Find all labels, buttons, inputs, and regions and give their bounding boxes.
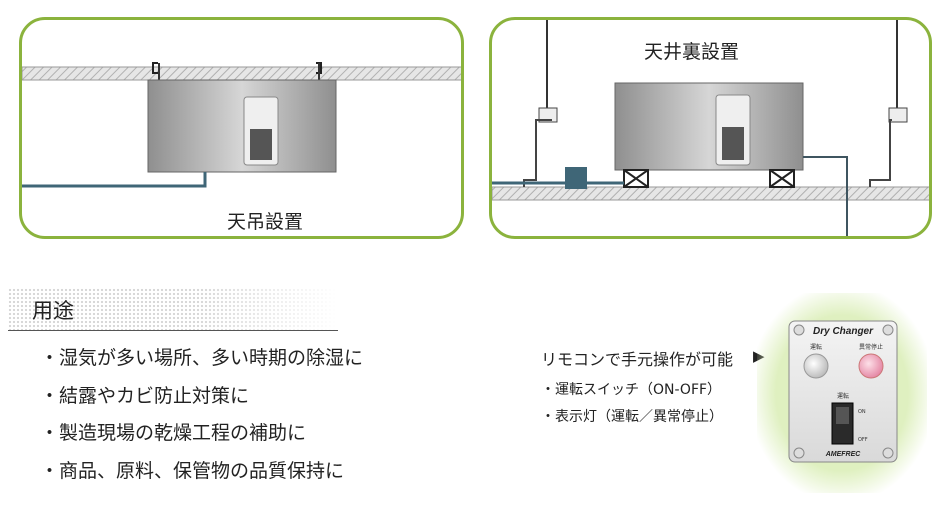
fault-lamp-icon <box>858 353 884 379</box>
maker-logo: AMEFREC <box>825 451 862 458</box>
usage-item: ・製造現場の乾燥工程の補助に <box>40 422 307 444</box>
usage-heading-bar: 用途 <box>8 288 338 331</box>
usage-item: ・湿気が多い場所、多い時期の除湿に <box>40 347 364 369</box>
usage-heading: 用途 <box>32 299 74 323</box>
lamp-fault-label: 異常停止 <box>859 343 883 351</box>
screw-icon <box>793 324 805 336</box>
above-ceiling-caption: 天井裏設置 <box>644 41 740 63</box>
rod-nut-left <box>538 107 558 123</box>
drain-box <box>565 167 587 189</box>
dehumidifier-unit <box>147 79 337 173</box>
switch-on-label: ON <box>858 409 866 415</box>
screw-icon <box>793 447 805 459</box>
drain-pipe <box>22 172 207 188</box>
remote-brand-title: Dry Changer <box>813 326 874 337</box>
remote-cable <box>803 156 848 236</box>
power-switch-lever <box>836 407 849 424</box>
lamp-run-label: 運転 <box>810 343 822 351</box>
above-ceiling-illustration <box>492 20 929 236</box>
ceiling-hung-illustration <box>22 62 461 188</box>
unit-panel-window <box>722 127 744 160</box>
usage-list: ・湿気が多い場所、多い時期の除湿に ・結露やカビ防止対策に ・製造現場の乾燥工程… <box>40 343 363 493</box>
remote-caption: リモコンで手元操作が可能 <box>541 350 734 369</box>
ceiling-hung-caption: 天吊設置 <box>227 211 304 233</box>
usage-item: ・商品、原料、保管物の品質保持に <box>40 459 345 482</box>
support-foot-right-cross <box>769 169 795 188</box>
usage-item: ・結露やカビ防止対策に <box>40 384 250 407</box>
rod-nut-right <box>888 107 908 123</box>
ceiling-board <box>492 186 929 201</box>
bracket-right <box>869 119 892 187</box>
run-lamp-icon <box>803 353 829 379</box>
screw-icon <box>882 324 894 336</box>
unit-panel-window <box>250 129 272 160</box>
remote-feature-lamp: ・表示灯（運転／異常停止） <box>541 409 723 425</box>
above-ceiling-panel: 天井裏設置 <box>489 17 932 239</box>
dehumidifier-unit <box>614 82 804 171</box>
remote-feature-switch: ・運転スイッチ（ON-OFF） <box>541 382 722 398</box>
support-foot-left-cross <box>623 169 649 188</box>
switch-label: 運転 <box>837 392 849 400</box>
ceiling-hung-panel: 天吊設置 <box>19 17 464 239</box>
screw-icon <box>882 447 894 459</box>
hanger-hook-left <box>152 62 158 74</box>
switch-off-label: OFF <box>858 437 868 443</box>
